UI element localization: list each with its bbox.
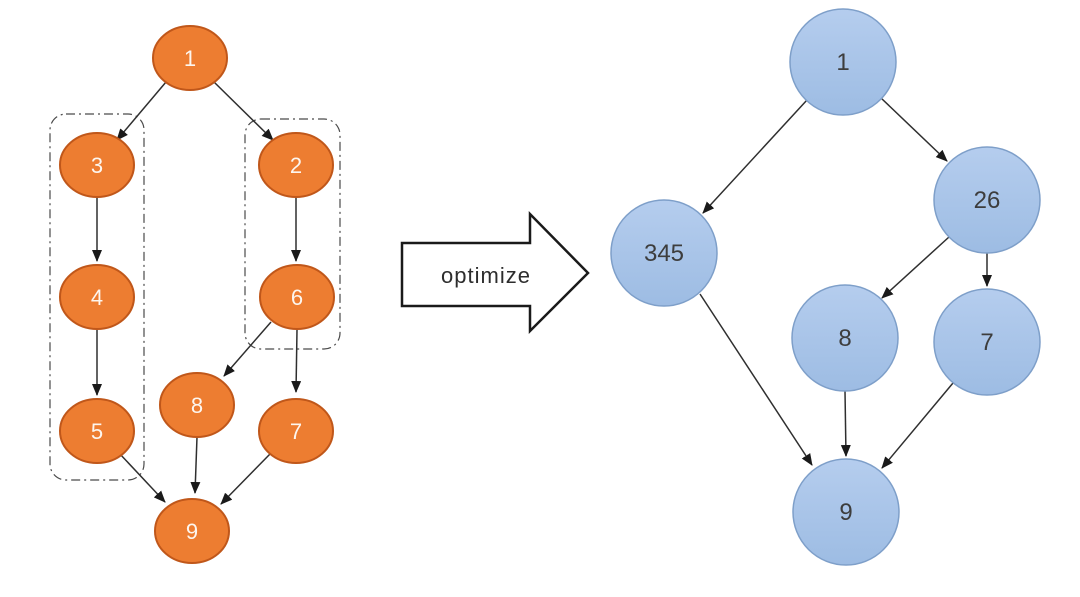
left-node-8: 8 (159, 372, 235, 438)
left-edge-1-to-3 (116, 81, 167, 141)
right-node-26: 26 (933, 146, 1041, 254)
right-edge-8-to-9 (840, 390, 851, 457)
right-edge-1-to-345 (702, 99, 808, 214)
left-node-1: 1 (152, 25, 228, 91)
left-edge-6-to-7 (291, 329, 302, 393)
left-graph: 1 3 2 4 6 5 8 (49, 25, 341, 564)
left-node-4: 4 (59, 264, 135, 330)
left-node-2: 2 (258, 132, 334, 198)
left-edge-7-to-9 (220, 453, 271, 505)
left-node-2-label: 2 (290, 153, 302, 178)
right-edge-26-to-8 (881, 236, 950, 299)
right-edge-7-to-9 (881, 382, 954, 469)
optimize-label: optimize (441, 263, 531, 288)
left-node-7-label: 7 (290, 419, 302, 444)
right-node-9-label: 9 (839, 499, 852, 526)
right-node-7: 7 (933, 288, 1041, 396)
right-node-1-label: 1 (836, 49, 849, 76)
left-node-4-label: 4 (91, 285, 103, 310)
right-node-9: 9 (792, 458, 900, 566)
left-edge-1-to-2 (213, 81, 274, 141)
right-node-8: 8 (791, 284, 899, 392)
left-node-8-label: 8 (191, 393, 203, 418)
block-arrow-shape (400, 210, 590, 335)
left-node-9-label: 9 (186, 519, 198, 544)
right-edge-345-to-9 (699, 293, 813, 466)
optimize-arrow: optimize (400, 210, 590, 335)
cluster-box-2-6 (244, 118, 341, 350)
left-node-5-label: 5 (91, 419, 103, 444)
right-node-345-label: 345 (644, 240, 684, 267)
left-node-6-label: 6 (291, 285, 303, 310)
left-node-5: 5 (59, 398, 135, 464)
right-node-345: 345 (610, 199, 718, 307)
left-edge-8-to-9 (190, 436, 201, 494)
left-node-7: 7 (258, 398, 334, 464)
right-graph: 1 26 345 8 7 9 (610, 8, 1041, 566)
left-edge-6-to-8 (223, 321, 272, 377)
left-node-3: 3 (59, 132, 135, 198)
right-node-8-label: 8 (838, 325, 851, 352)
right-node-26-label: 26 (974, 187, 1001, 214)
left-node-6: 6 (259, 264, 335, 330)
cluster-box-3-4-5 (49, 113, 145, 481)
left-node-3-label: 3 (91, 153, 103, 178)
left-node-9: 9 (154, 498, 230, 564)
right-node-7-label: 7 (980, 329, 993, 356)
right-node-1: 1 (789, 8, 897, 116)
left-node-1-label: 1 (184, 46, 196, 71)
left-edge-5-to-9 (118, 452, 166, 503)
right-edge-1-to-26 (880, 97, 948, 162)
